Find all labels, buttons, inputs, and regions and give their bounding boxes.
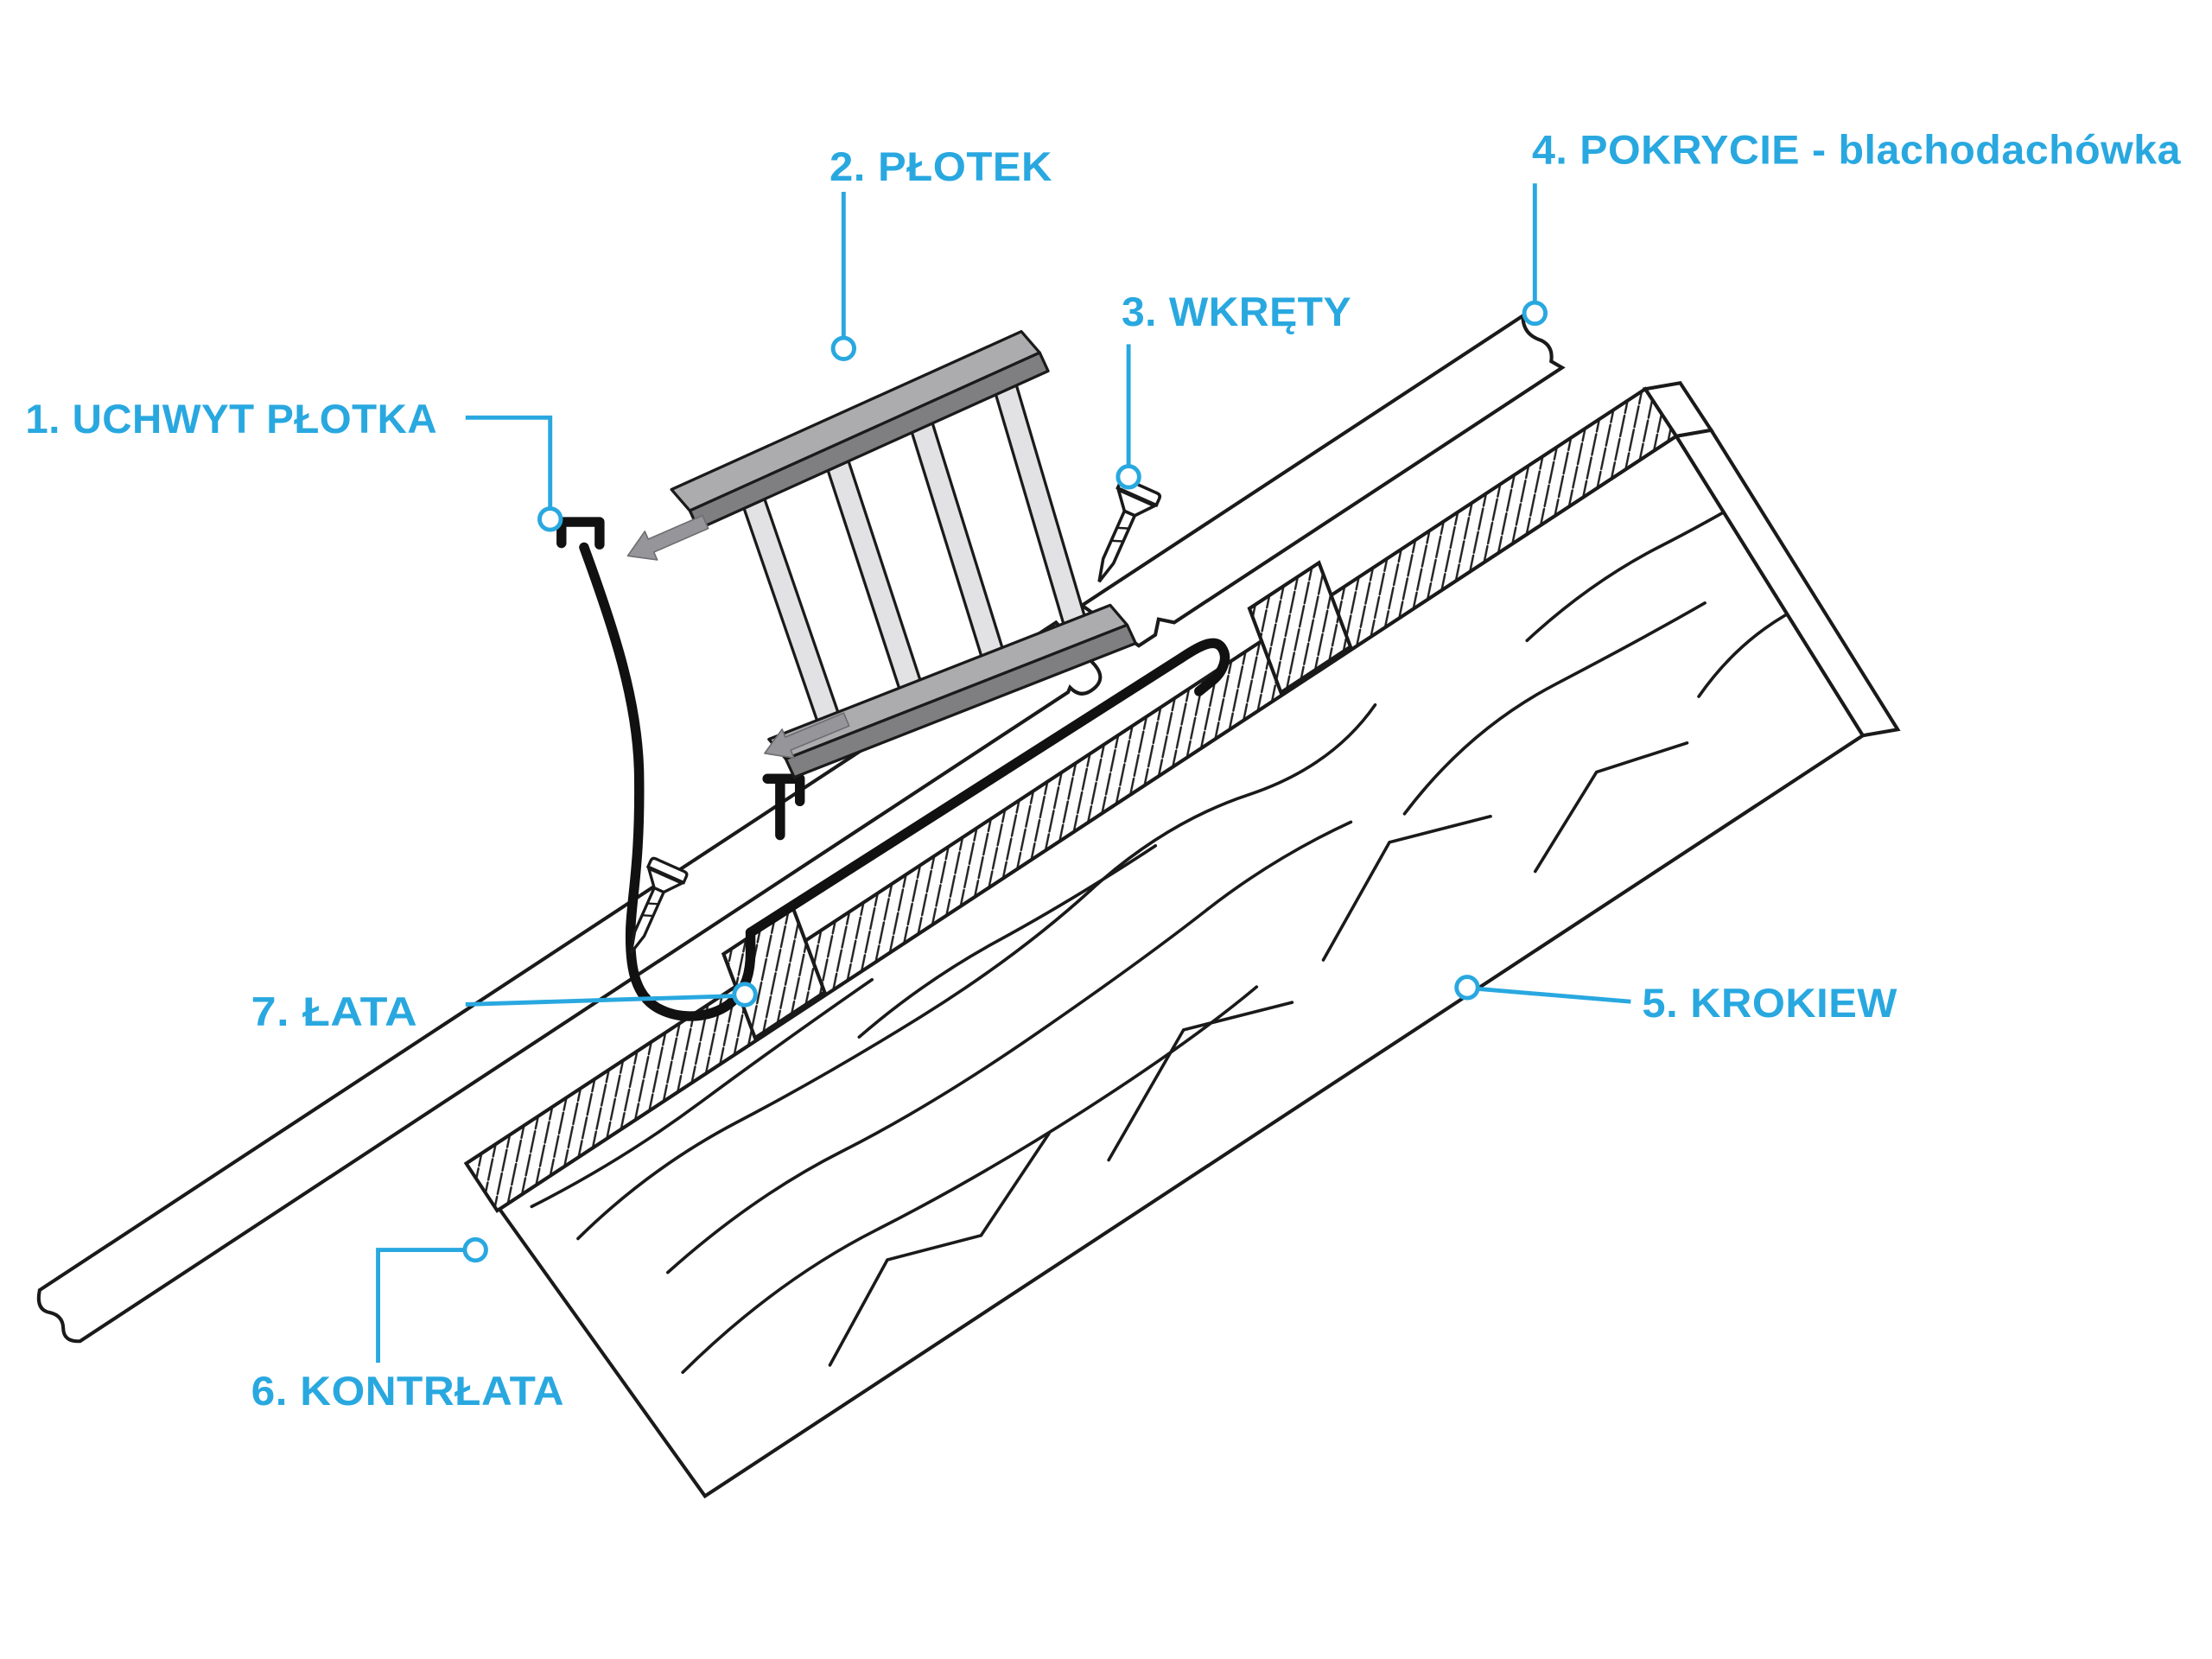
fence-slat [910,422,1008,671]
fence-bottom-rail [767,603,1137,779]
fence-bracket [556,517,1230,1021]
roof-sheet-lower [36,620,1103,1344]
fence-slat [994,384,1090,639]
leader-dot-plotek [830,335,857,361]
insert-arrow-bottom [764,712,850,760]
label-plotek: 2. PŁOTEK [830,144,1052,190]
snow-fence [626,330,1137,779]
rafter [497,428,1901,1499]
label-wkrety: 3. WKRĘTY [1122,289,1351,335]
leader-dot-uchwyt-plotka [537,506,563,532]
leaders [376,183,1631,1363]
insert-arrow-top [626,514,709,561]
leader-dot-krokiew [1454,975,1480,1001]
roof-sheet-upper [1078,312,1566,648]
fence-top-rail [670,330,1050,531]
label-kontrlata: 6. KONTRŁATA [251,1369,564,1414]
counter-batten-end-face [1642,380,1714,438]
roof-structure [36,312,1901,1499]
label-pokrycie: 4. POKRYCIE - blachodachówka [1532,127,2181,173]
leader-dot-pokrycie [1522,300,1548,327]
fence-slat [826,460,926,703]
fence-slat [742,497,844,735]
labels: 1. UCHWYT PŁOTKA 2. PŁOTEK 3. WKRĘTY 4. … [25,127,2181,1414]
leader-dot-wkrety [1116,464,1141,490]
bracket-arm [745,638,1230,938]
label-uchwyt-plotka: 1. UCHWYT PŁOTKA [25,397,437,442]
label-krokiew: 5. KROKIEW [1642,981,1897,1027]
leader-uchwyt-plotka [465,415,553,508]
leader-lata [465,994,734,1007]
batten-at-step [1247,560,1353,696]
bracket-rail-slot [762,773,805,841]
leader-kontrlata [376,1248,465,1363]
leader-dot-kontrlata [462,1236,488,1263]
label-lata: 7. ŁATA [251,989,418,1035]
leader-dot-lata [732,982,758,1007]
leader-krokiew [1478,987,1631,1004]
